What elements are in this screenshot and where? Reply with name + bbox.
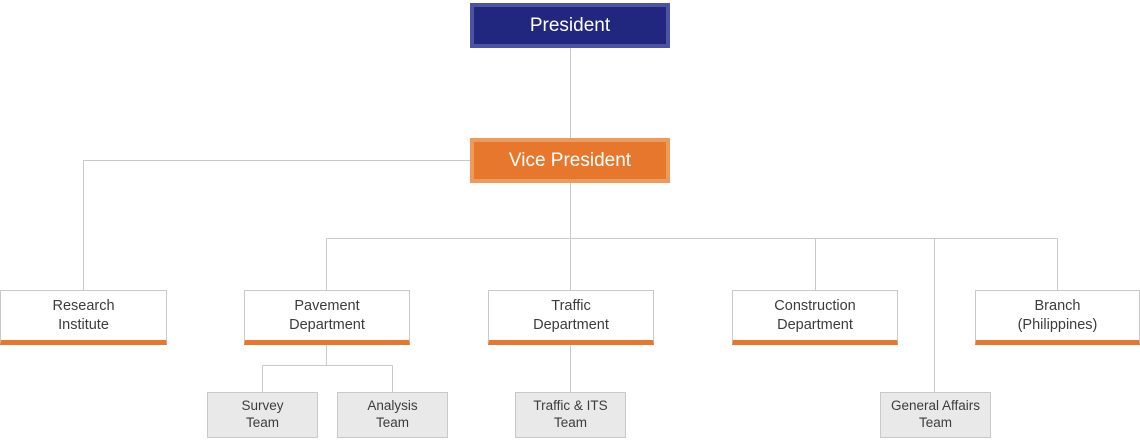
node-survey-team-label: Survey Team <box>241 398 284 430</box>
node-pavement-department-label: Pavement Department <box>289 298 365 333</box>
edge-vice-president-to-research <box>82 159 470 290</box>
node-president[interactable]: President <box>470 3 670 48</box>
node-branch-philippines-label: Branch (Philippines) <box>1017 298 1098 333</box>
node-traffic-its-team-label: Traffic & ITS Team <box>533 398 608 430</box>
node-construction-department[interactable]: Construction Department <box>732 290 898 345</box>
node-analysis-team[interactable]: Analysis Team <box>337 392 448 438</box>
node-traffic-department-label: Traffic Department <box>533 298 609 333</box>
node-general-affairs-team-label: General Affairs Team <box>890 398 981 430</box>
node-pavement-department[interactable]: Pavement Department <box>244 290 410 345</box>
node-vice-president-label: Vice President <box>508 149 632 171</box>
node-president-label: President <box>529 14 611 36</box>
node-research-institute-label: Research Institute <box>52 298 115 333</box>
node-traffic-its-team[interactable]: Traffic & ITS Team <box>515 392 626 438</box>
node-research-institute[interactable]: Research Institute <box>0 290 167 345</box>
node-branch-philippines[interactable]: Branch (Philippines) <box>975 290 1140 345</box>
node-traffic-department[interactable]: Traffic Department <box>488 290 654 345</box>
node-general-affairs-team[interactable]: General Affairs Team <box>880 392 991 438</box>
node-analysis-team-label: Analysis Team <box>367 398 418 430</box>
node-construction-department-label: Construction Department <box>774 298 856 333</box>
node-survey-team[interactable]: Survey Team <box>207 392 318 438</box>
node-vice-president[interactable]: Vice President <box>470 138 670 183</box>
